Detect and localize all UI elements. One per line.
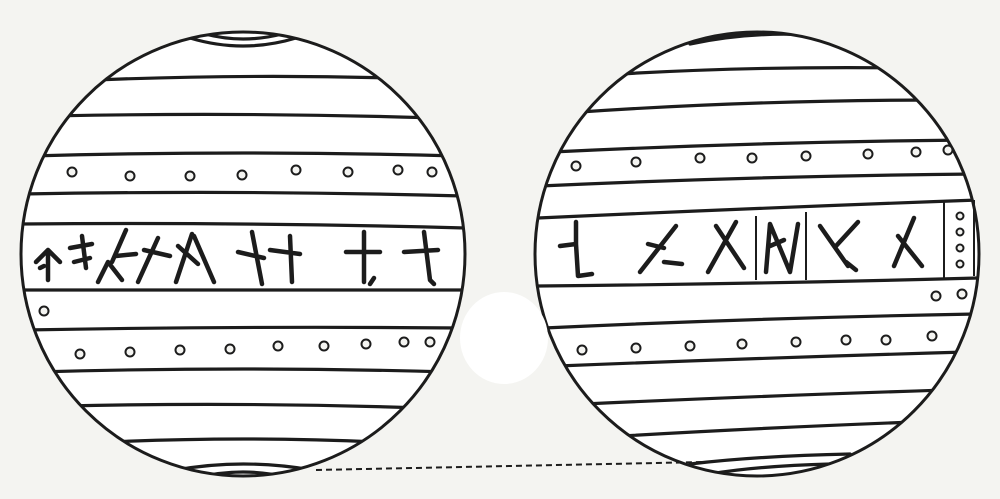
left-rune-6 (235, 229, 303, 287)
left-rune-4 (135, 231, 201, 285)
left-inscription (33, 227, 441, 287)
left-rune-1 (33, 247, 63, 283)
right-dot-row-middle (930, 288, 968, 302)
right-rune-6 (891, 215, 925, 269)
right-dot-row-upper (570, 144, 954, 172)
left-rune-8 (401, 229, 441, 287)
left-rune-5 (191, 233, 217, 285)
paper-blank-disc (460, 292, 548, 384)
left-sphere (19, 30, 467, 478)
right-rune-1 (557, 219, 595, 279)
right-sphere-bands (536, 32, 979, 476)
left-rune-3 (95, 227, 139, 285)
dashed-connector-line (315, 461, 705, 471)
right-rune-2 (637, 223, 685, 275)
right-end-panel-dots (955, 211, 965, 269)
left-dot-row-upper (66, 164, 438, 182)
left-rune-2 (67, 233, 95, 271)
right-inscription-panels (755, 200, 975, 280)
right-rune-3 (705, 219, 747, 275)
right-inscription (557, 215, 925, 279)
right-rune-4 (763, 221, 801, 275)
right-sphere (533, 30, 981, 478)
left-sphere-bands (21, 32, 465, 476)
right-dot-row-lower (576, 330, 938, 356)
right-rune-5 (817, 219, 861, 273)
left-rune-7 (343, 229, 383, 287)
left-dot-row-middle (38, 305, 50, 317)
left-dot-row-lower (74, 336, 436, 360)
